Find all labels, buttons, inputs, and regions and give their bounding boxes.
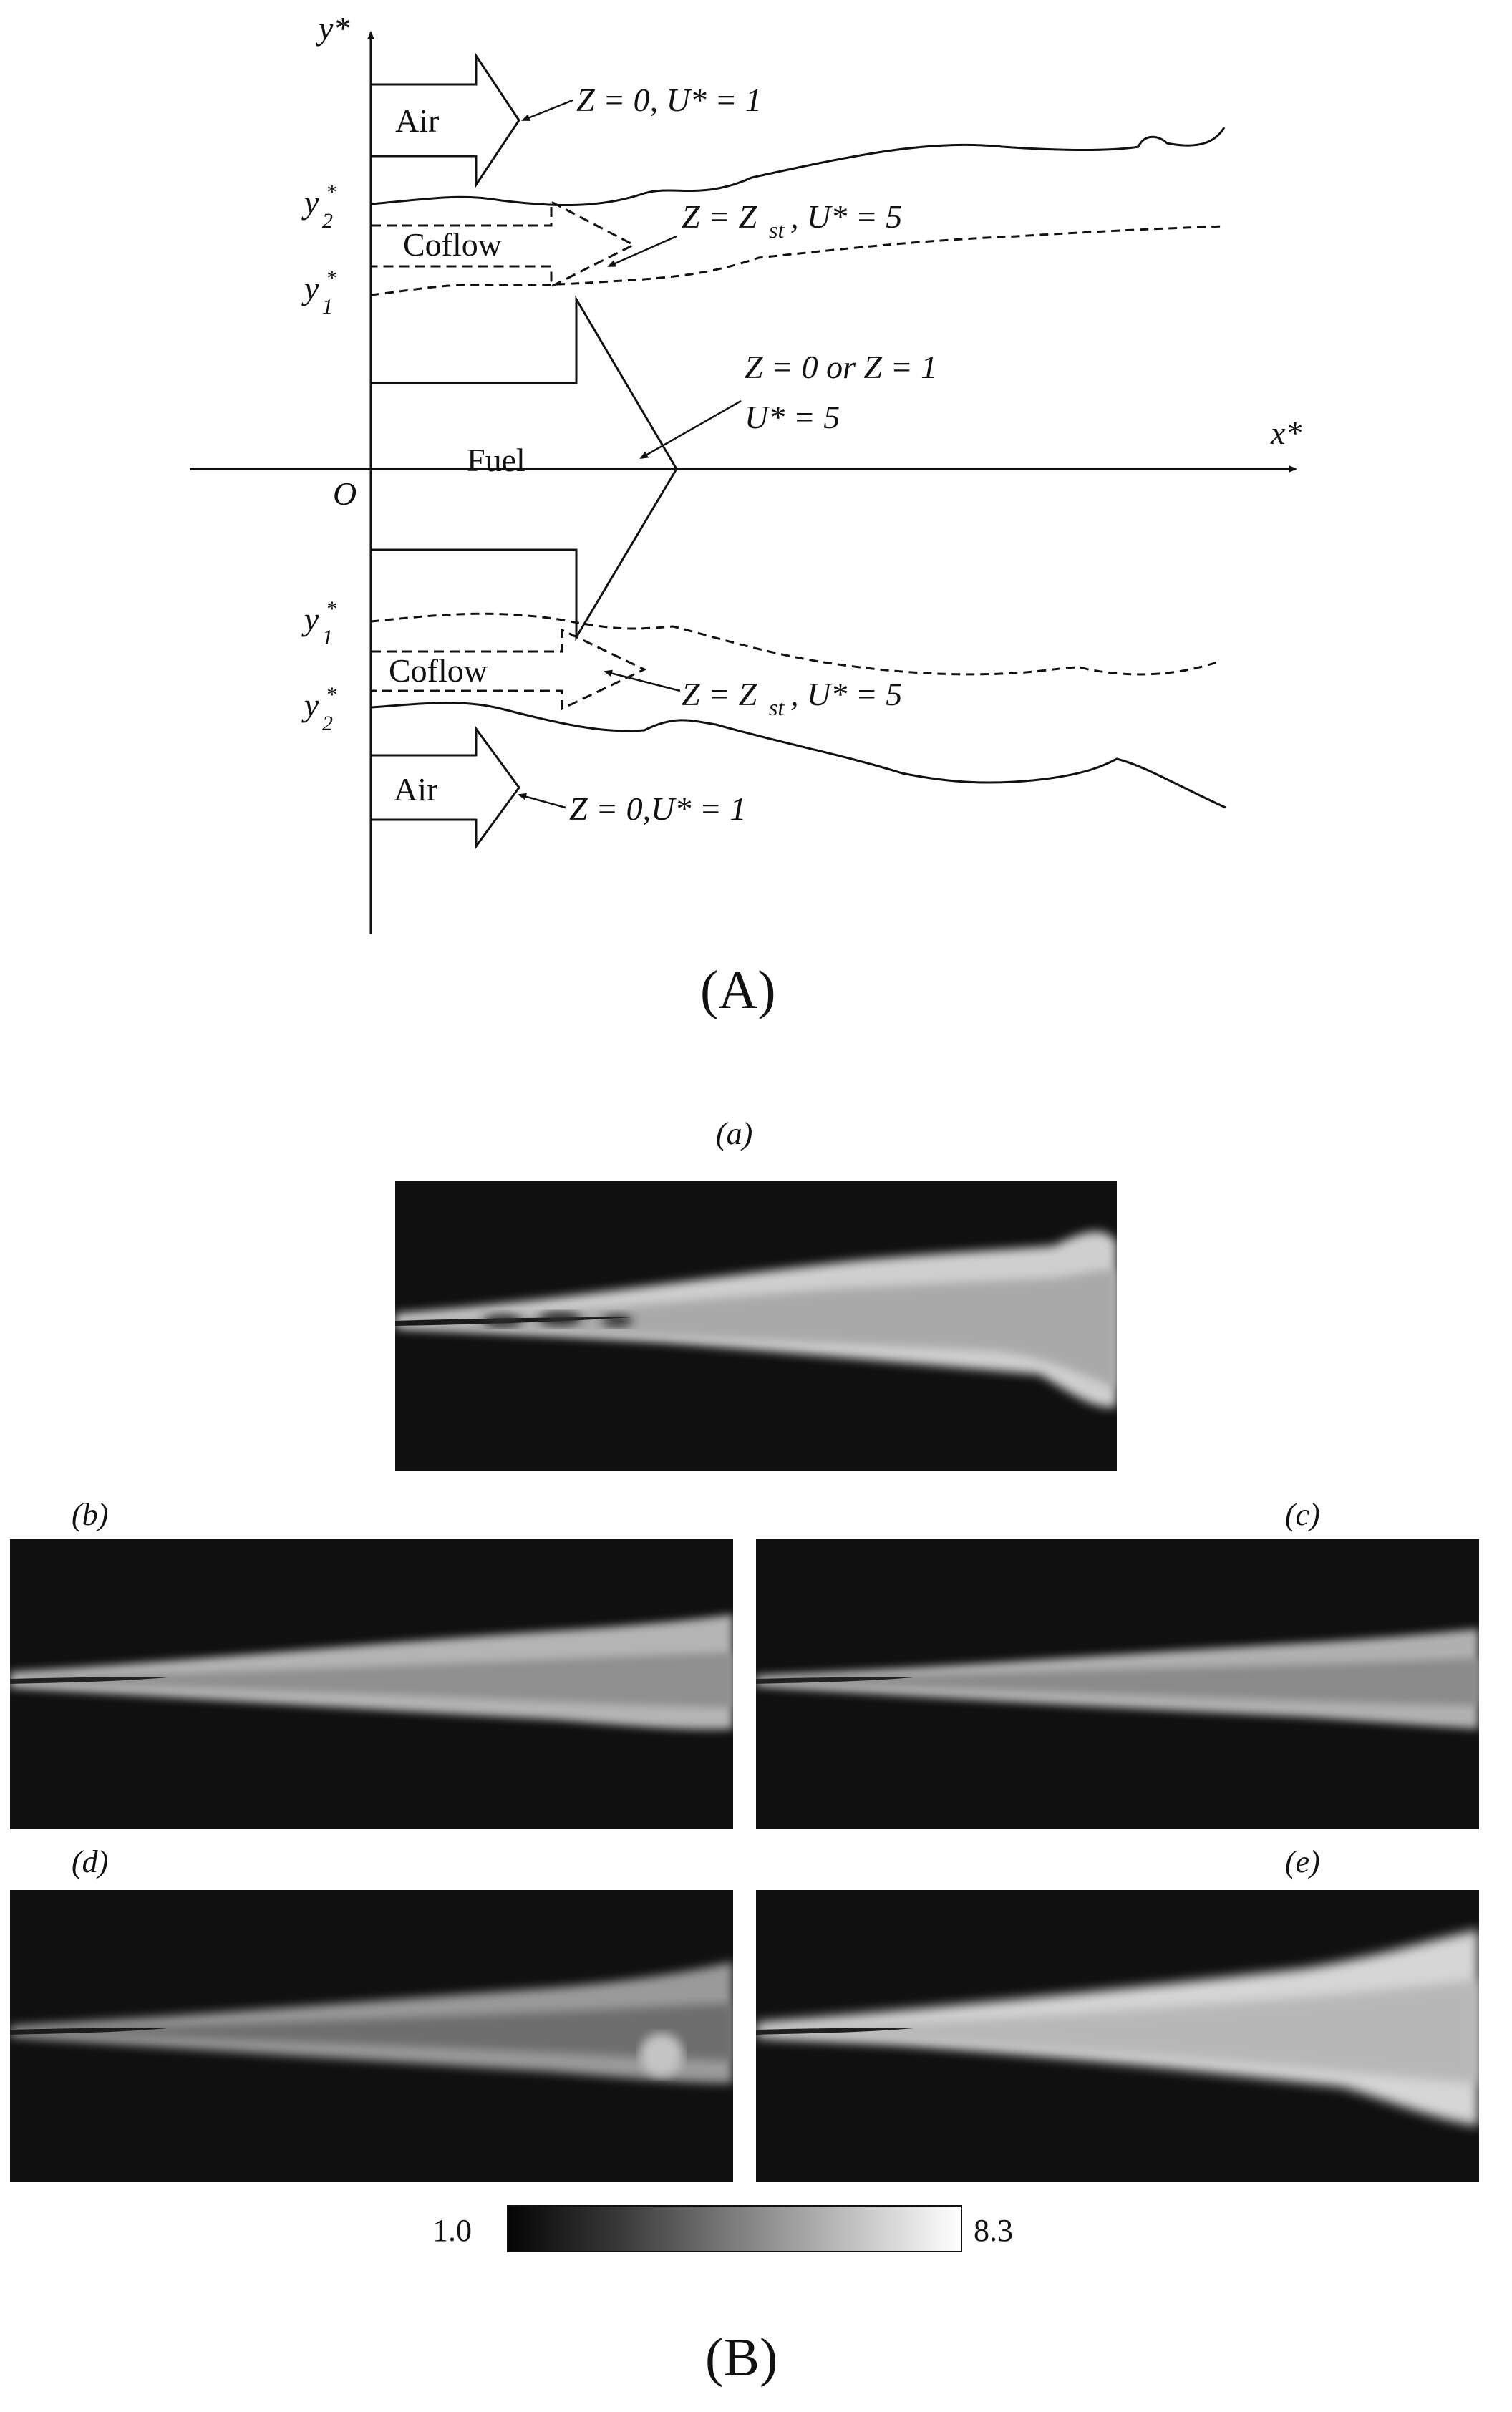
y2-bottom-label: y * 2 bbox=[301, 683, 336, 735]
bottom-air-pointer bbox=[518, 793, 566, 809]
colorbar-min-label: 1.0 bbox=[432, 2213, 472, 2248]
panel-b-label: (b) bbox=[72, 1497, 109, 1532]
fuel-pointer bbox=[639, 399, 742, 460]
simulation-panel-b bbox=[10, 1539, 733, 1829]
simulation-panel-e bbox=[756, 1890, 1479, 2182]
svg-text:Z = Z: Z = Z bbox=[682, 676, 757, 712]
top-coflow-annotation: Z = Z st , U* = 5 bbox=[682, 198, 902, 243]
svg-text:2: 2 bbox=[322, 712, 333, 735]
bottom-air-annotation: Z = 0,U* = 1 bbox=[569, 790, 746, 827]
panel-c-label: (c) bbox=[1285, 1497, 1320, 1532]
bottom-coflow-interface-curve bbox=[370, 612, 1218, 676]
svg-text:, U* = 5: , U* = 5 bbox=[790, 676, 902, 712]
svg-text:y: y bbox=[301, 687, 319, 723]
simulation-panel-c bbox=[756, 1539, 1479, 1829]
fuel-annotation-line2: U* = 5 bbox=[745, 399, 840, 435]
y-axis-label: y* bbox=[316, 10, 349, 47]
bottom-coflow-arrow bbox=[369, 628, 647, 711]
svg-text:2: 2 bbox=[322, 209, 333, 233]
fuel-arrow bbox=[369, 295, 678, 641]
svg-text:y: y bbox=[301, 270, 319, 306]
top-coflow-arrow bbox=[369, 200, 636, 289]
svg-text:*: * bbox=[326, 683, 336, 707]
bottom-air-interface-curve bbox=[370, 702, 1226, 809]
svg-text:y: y bbox=[301, 601, 319, 637]
origin-label: O bbox=[333, 475, 357, 512]
svg-text:*: * bbox=[326, 597, 336, 621]
figure-a-label: (A) bbox=[700, 960, 776, 1020]
svg-text:1: 1 bbox=[322, 626, 333, 649]
svg-text:*: * bbox=[326, 266, 336, 290]
bottom-coflow-pointer bbox=[604, 669, 681, 692]
x-axis-label: x* bbox=[1270, 415, 1302, 451]
panel-a-label: (a) bbox=[716, 1116, 753, 1151]
top-coflow-interface-curve bbox=[370, 225, 1225, 296]
fuel-label: Fuel bbox=[467, 442, 525, 478]
svg-text:y: y bbox=[301, 184, 319, 221]
bottom-air-label: Air bbox=[394, 771, 437, 808]
svg-text:*: * bbox=[326, 180, 336, 204]
y2-top-label: y * 2 bbox=[301, 180, 336, 233]
svg-text:Z = Z: Z = Z bbox=[682, 198, 757, 235]
schematic-diagram: y* x* O y * 2 y * 1 y * 1 y * 2 Air Z = … bbox=[190, 10, 1302, 1020]
y1-top-label: y * 1 bbox=[301, 266, 336, 319]
svg-text:st: st bbox=[769, 694, 785, 720]
top-air-label: Air bbox=[395, 102, 439, 139]
bottom-air-arrow bbox=[369, 725, 520, 850]
simulation-panel-a bbox=[395, 1181, 1117, 1471]
top-air-arrow bbox=[369, 52, 520, 188]
panel-e-label: (e) bbox=[1285, 1844, 1320, 1879]
svg-text:, U* = 5: , U* = 5 bbox=[790, 198, 902, 235]
fuel-annotation-line1: Z = 0 or Z = 1 bbox=[745, 349, 937, 385]
top-air-pointer bbox=[521, 99, 573, 122]
svg-text:st: st bbox=[769, 217, 785, 243]
svg-text:1: 1 bbox=[322, 295, 333, 319]
panel-d-label: (d) bbox=[72, 1844, 109, 1879]
top-air-annotation: Z = 0, U* = 1 bbox=[576, 82, 762, 118]
bottom-coflow-label: Coflow bbox=[389, 652, 488, 689]
top-air-interface-curve bbox=[370, 127, 1226, 207]
top-coflow-label: Coflow bbox=[403, 226, 503, 263]
bottom-coflow-annotation: Z = Z st , U* = 5 bbox=[682, 676, 902, 720]
simulation-panel-d bbox=[10, 1890, 733, 2182]
colorbar bbox=[507, 2205, 962, 2252]
y1-bottom-label: y * 1 bbox=[301, 597, 336, 649]
figure-b-label: (B) bbox=[705, 2328, 778, 2388]
top-coflow-pointer bbox=[607, 235, 677, 268]
colorbar-max-label: 8.3 bbox=[974, 2213, 1013, 2248]
